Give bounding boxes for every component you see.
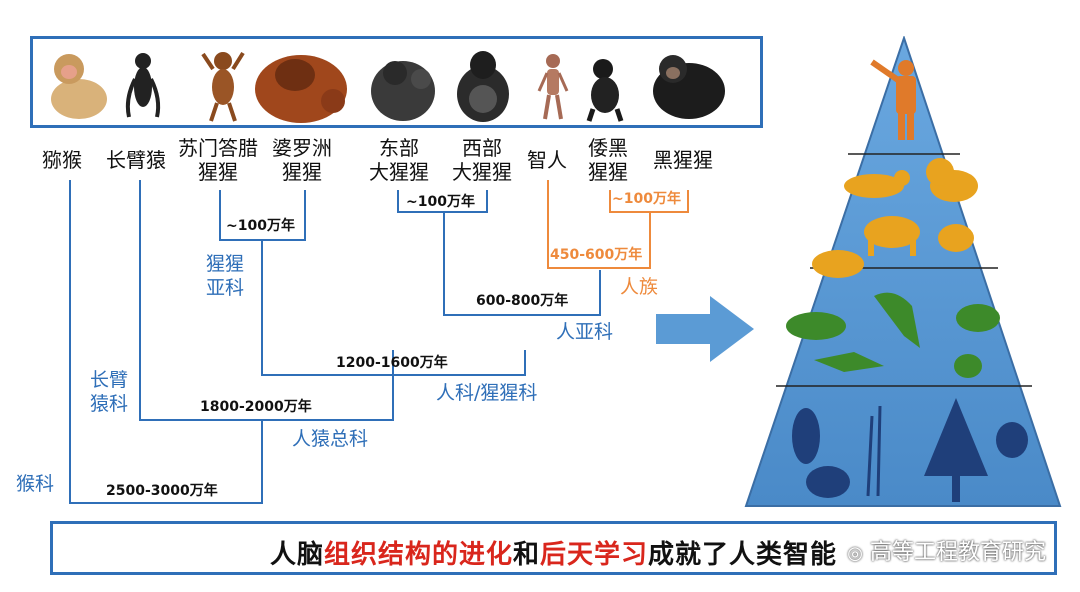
family-hominoidea: 人猿总科 bbox=[292, 428, 369, 450]
bornean-orangutan-icon bbox=[255, 55, 347, 123]
species-gibbon: 长臂猿 bbox=[106, 148, 166, 172]
wechat-icon: ◎ bbox=[847, 543, 863, 564]
species-eastern-gorilla: 东部大猩猩 bbox=[369, 136, 429, 184]
eastern-gorilla-icon bbox=[371, 61, 435, 121]
time-hominoidea: 1800-2000万年 bbox=[200, 399, 312, 415]
species-bornean-orangutan: 婆罗洲猩猩 bbox=[272, 136, 332, 184]
tree-branch-hominini bbox=[547, 180, 651, 269]
bonobo-icon bbox=[586, 59, 624, 122]
family-hominidae: 人科/猩猩科 bbox=[436, 382, 538, 404]
family-ponginae: 猩猩亚科 bbox=[206, 253, 245, 299]
species-homo-sapiens: 智人 bbox=[527, 148, 567, 172]
tree-branch-catarrhini bbox=[69, 180, 263, 504]
time-hominini: 450-600万年 bbox=[550, 247, 643, 263]
species-macaque: 猕猴 bbox=[42, 148, 82, 172]
tree-branch-hominidae bbox=[261, 240, 526, 376]
family-cercopithecidae: 猴科 bbox=[16, 473, 55, 495]
primate-image-strip bbox=[30, 36, 763, 128]
arrow-right-icon bbox=[656, 296, 754, 362]
time-catarrhini: 2500-3000万年 bbox=[106, 483, 218, 499]
tree-branch-homininae bbox=[443, 212, 601, 316]
time-hominidae: 1200-1600万年 bbox=[336, 355, 448, 371]
plants-tier-icon bbox=[792, 398, 1028, 502]
tree-branch-hominoidea bbox=[139, 180, 394, 421]
tree-branch-gorillas bbox=[397, 190, 488, 213]
tree-branch-pan bbox=[609, 190, 689, 213]
family-hylobatidae: 长臂猿科 bbox=[90, 369, 129, 415]
phylogenetic-tree bbox=[69, 180, 689, 504]
time-homininae: 600-800万年 bbox=[476, 293, 569, 309]
family-homininae: 人亚科 bbox=[556, 321, 614, 343]
chimpanzee-icon bbox=[653, 55, 725, 119]
mammals-tier-icon bbox=[812, 158, 978, 278]
time-orangutan-split: ~100万年 bbox=[226, 218, 295, 234]
primate-photos bbox=[51, 51, 725, 123]
time-pan-split: ~100万年 bbox=[612, 191, 681, 207]
animals-tier-icon bbox=[786, 292, 1000, 378]
sumatran-orangutan-icon bbox=[201, 51, 245, 122]
homo-sapiens-icon bbox=[537, 54, 569, 120]
species-western-gorilla: 西部大猩猩 bbox=[452, 136, 512, 184]
watermark: ◎ 高等工程教育研究 bbox=[847, 540, 1046, 565]
family-hominini: 人族 bbox=[620, 276, 659, 298]
time-gorilla-split: ~100万年 bbox=[406, 194, 475, 210]
banner-text: 人脑组织结构的进化和后天学习成就了人类智能 bbox=[269, 540, 838, 570]
macaque-icon bbox=[51, 54, 107, 119]
western-gorilla-icon bbox=[457, 51, 509, 122]
human-figure-icon bbox=[870, 59, 916, 140]
species-bonobo: 倭黑猩猩 bbox=[588, 136, 628, 184]
intelligence-pyramid bbox=[744, 36, 1062, 507]
summary-banner: 人脑组织结构的进化和后天学习成就了人类智能 bbox=[50, 521, 1057, 575]
gibbon-icon bbox=[125, 53, 161, 118]
species-sumatran-orangutan: 苏门答腊猩猩 bbox=[178, 136, 258, 184]
species-chimpanzee: 黑猩猩 bbox=[653, 148, 713, 172]
